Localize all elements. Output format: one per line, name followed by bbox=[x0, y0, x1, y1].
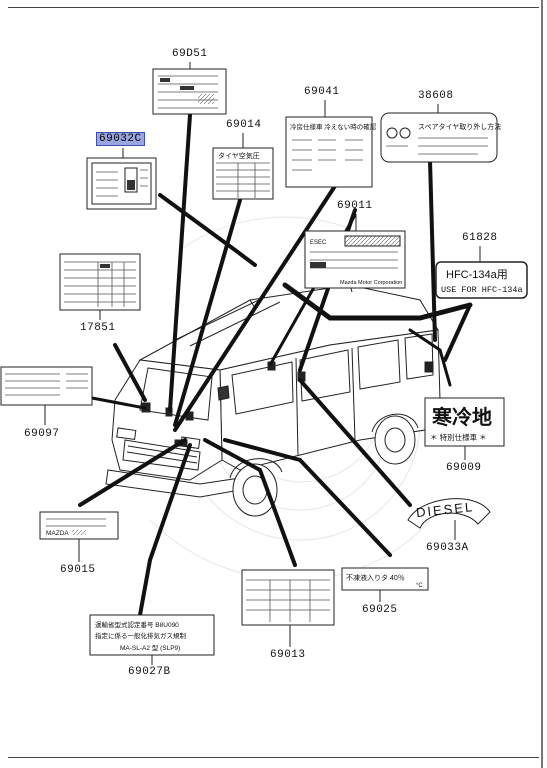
label-69d51 bbox=[152, 68, 227, 115]
label-69014: タイヤ空気圧 bbox=[212, 147, 274, 200]
label-69011-head: ESEC bbox=[310, 240, 327, 246]
label-69033a: DIESEL bbox=[407, 498, 491, 529]
right-edge bbox=[541, 0, 543, 768]
kanreichi-label: 寒冷地 bbox=[432, 405, 492, 429]
tokubetsu-label: ＊ 特別仕様車 ＊ bbox=[430, 432, 487, 442]
label-69097 bbox=[0, 366, 93, 406]
label-69015: MAZDA bbox=[39, 511, 119, 540]
diesel-label: DIESEL bbox=[415, 499, 474, 520]
part-number-69041[interactable]: 69041 bbox=[304, 86, 340, 98]
part-number-61828[interactable]: 61828 bbox=[462, 232, 498, 244]
part-number-69d51[interactable]: 69D51 bbox=[172, 48, 208, 60]
label-38608: スペアタイヤ取り外し方法 bbox=[380, 112, 501, 163]
label-69013 bbox=[241, 569, 335, 626]
part-number-38608[interactable]: 38608 bbox=[418, 90, 454, 102]
label-69011: ESEC Mazda Motor Corporation bbox=[304, 230, 406, 289]
label-69027b-line1: 運輸省型式認定番号 B8U090 bbox=[95, 620, 179, 629]
label-17851 bbox=[59, 253, 141, 311]
label-69025-unit: °C bbox=[416, 583, 423, 589]
label-38608-head: スペアタイヤ取り外し方法 bbox=[418, 122, 501, 131]
label-69014-head: タイヤ空気圧 bbox=[218, 151, 260, 160]
part-number-17851[interactable]: 17851 bbox=[80, 322, 116, 334]
label-69027b-line2: 指定に係る一般化排気ガス規制 bbox=[95, 631, 187, 640]
label-69041-head: 冷房仕様車 冷えない時の確認 bbox=[290, 122, 377, 131]
label-61828: HFC-134a用 USE FOR HFC-134a bbox=[435, 261, 528, 299]
label-69025: 不凍液入りタ 40％ °C bbox=[341, 567, 429, 591]
part-number-69009[interactable]: 69009 bbox=[446, 462, 482, 474]
label-69025-text: 不凍液入りタ 40％ bbox=[346, 573, 405, 582]
part-number-69033a[interactable]: 69033A bbox=[426, 542, 469, 554]
label-69011-foot: Mazda Motor Corporation bbox=[340, 280, 402, 286]
part-number-69025[interactable]: 69025 bbox=[362, 604, 398, 616]
part-number-69014[interactable]: 69014 bbox=[226, 119, 262, 131]
label-69027b-line3: MA-SL-A2 型 (SLP9) bbox=[120, 643, 180, 652]
part-number-69015[interactable]: 69015 bbox=[60, 564, 96, 576]
top-rule bbox=[8, 7, 539, 8]
label-69032c bbox=[86, 157, 157, 210]
part-number-69097[interactable]: 69097 bbox=[24, 428, 60, 440]
mazda-label: MAZDA bbox=[46, 530, 69, 537]
bottom-rule bbox=[8, 757, 539, 758]
label-69027b: 運輸省型式認定番号 B8U090 指定に係る一般化排気ガス規制 MA-SL-A2… bbox=[89, 614, 215, 656]
part-number-69027b[interactable]: 69027B bbox=[128, 666, 171, 678]
part-number-69032c[interactable]: 69032C bbox=[96, 132, 145, 146]
part-number-69011[interactable]: 69011 bbox=[337, 200, 373, 212]
hfc-label-line1: HFC-134a用 bbox=[446, 269, 508, 281]
label-69041: 冷房仕様車 冷えない時の確認 bbox=[285, 116, 377, 188]
label-69009: 寒冷地 ＊ 特別仕様車 ＊ bbox=[424, 397, 505, 447]
part-number-connectors bbox=[44, 62, 481, 665]
hfc-label-line2: USE FOR HFC-134a bbox=[441, 285, 523, 295]
part-number-69013[interactable]: 69013 bbox=[270, 649, 306, 661]
